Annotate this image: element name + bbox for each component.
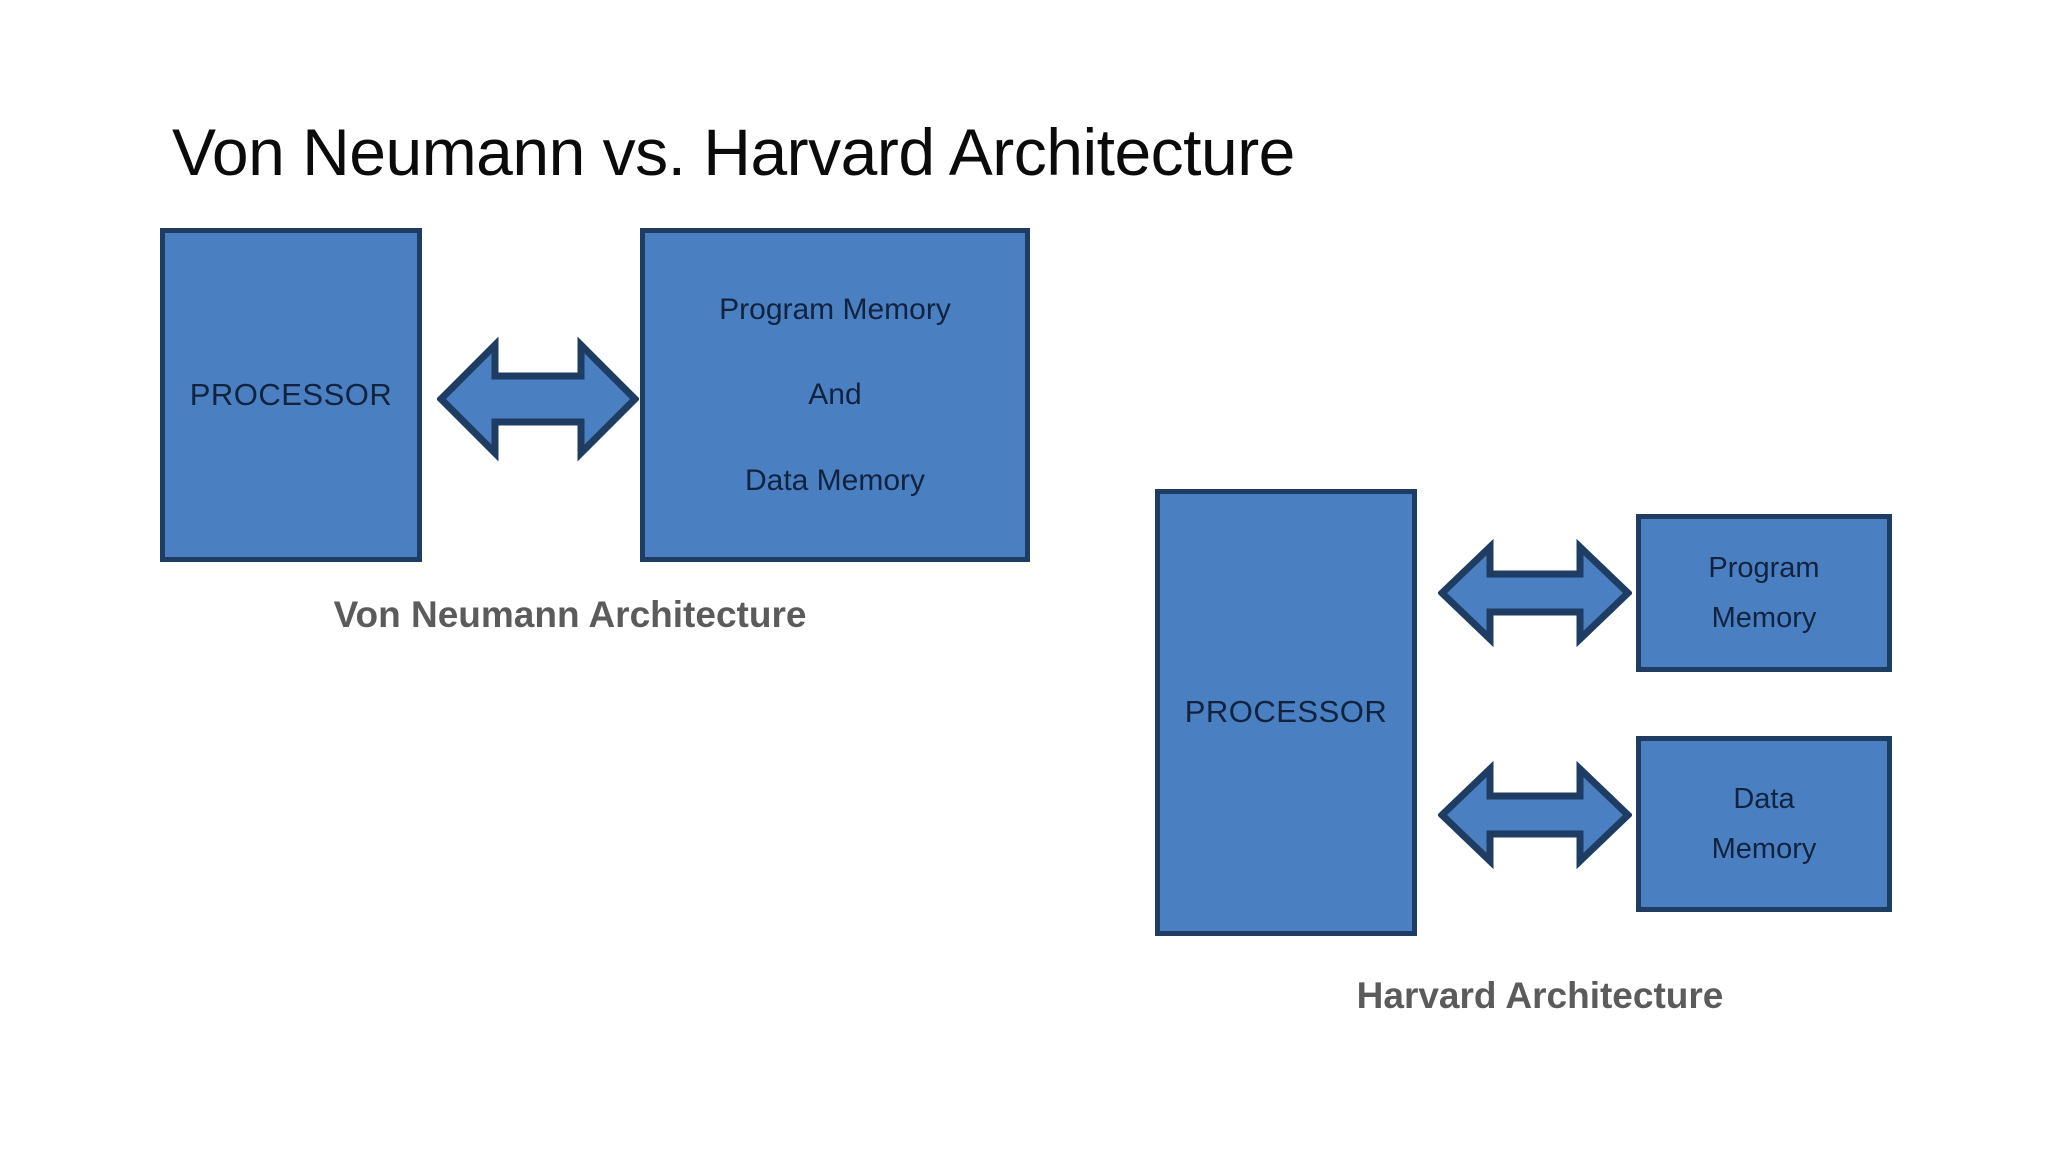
bidirectional-arrow-icon	[437, 336, 639, 462]
harvard-program-memory-line-1: Program	[1708, 551, 1820, 584]
bidirectional-arrow-icon	[1438, 539, 1632, 647]
harvard-program-memory-arrow	[1438, 539, 1632, 647]
harvard-processor-label: PROCESSOR	[1184, 694, 1388, 730]
harvard-data-memory-line-1: Data	[1733, 782, 1795, 815]
von-neumann-processor-label: PROCESSOR	[189, 376, 393, 412]
bidirectional-arrow-icon	[1438, 761, 1632, 869]
von-neumann-memory-box: Program Memory And Data Memory	[640, 228, 1030, 562]
harvard-program-memory-line-2: Memory	[1711, 602, 1817, 634]
harvard-processor-box: PROCESSOR	[1155, 489, 1417, 936]
harvard-program-memory-box: Program Memory	[1636, 514, 1892, 672]
von-neumann-memory-line-2: And	[808, 378, 862, 412]
von-neumann-caption: Von Neumann Architecture	[333, 594, 807, 635]
von-neumann-processor-box: PROCESSOR	[160, 228, 422, 562]
von-neumann-bidirectional-arrow	[437, 336, 639, 462]
harvard-caption: Harvard Architecture	[1356, 975, 1724, 1016]
harvard-data-memory-box: Data Memory	[1636, 736, 1892, 912]
von-neumann-memory-line-1: Program Memory	[719, 292, 951, 326]
von-neumann-memory-line-3: Data Memory	[744, 463, 926, 497]
harvard-data-memory-arrow	[1438, 761, 1632, 869]
harvard-data-memory-line-2: Memory	[1711, 833, 1817, 865]
page-title: Von Neumann vs. Harvard Architecture	[172, 115, 1295, 189]
